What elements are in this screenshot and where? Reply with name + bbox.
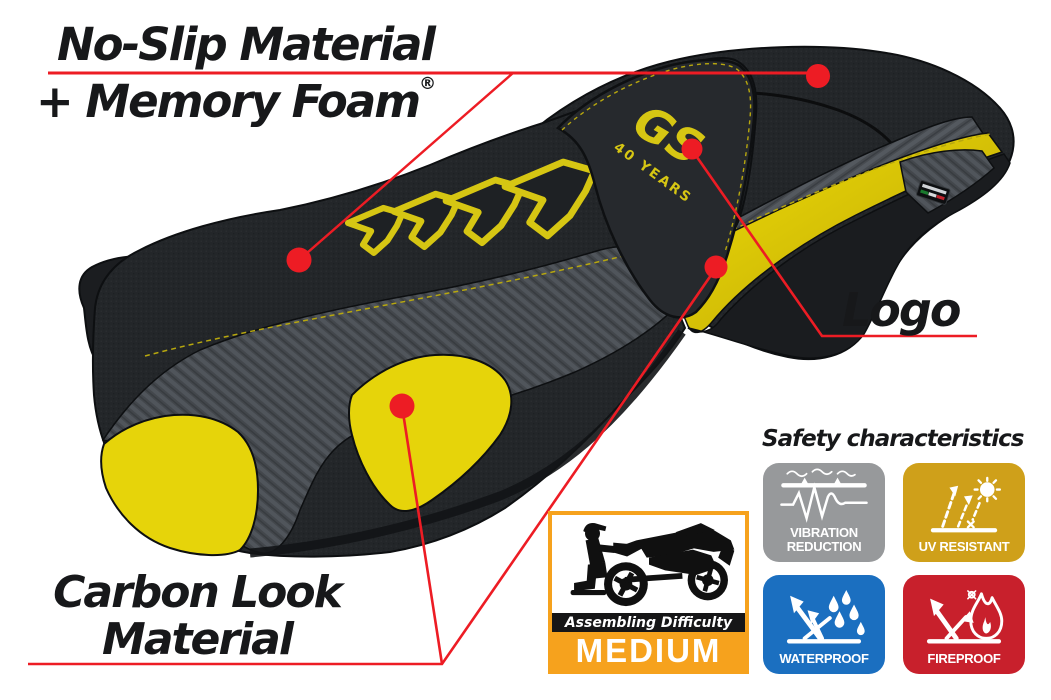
callout-dot-logo bbox=[681, 138, 703, 160]
backrest-hump-stitch bbox=[561, 62, 752, 253]
logo-label: Logo bbox=[842, 283, 961, 337]
assembling-title-bar: Assembling Difficulty bbox=[552, 613, 745, 632]
front-band-stitch bbox=[144, 251, 641, 357]
badge-uv-resistant: UV RESISTANT bbox=[903, 463, 1025, 562]
registered-mark: ® bbox=[419, 74, 437, 94]
brand-tag bbox=[916, 180, 951, 205]
assembling-level-bar: MEDIUM bbox=[552, 632, 745, 670]
water-drops-icon bbox=[786, 589, 865, 644]
carbon-callout-line-2 bbox=[400, 405, 444, 665]
badge-fireproof: FIREPROOF bbox=[903, 575, 1025, 674]
badge-waterproof: WATERPROOF bbox=[763, 575, 885, 674]
flame-icon bbox=[926, 590, 1004, 644]
no-slip-callout-line bbox=[298, 72, 514, 261]
badge-label: VIBRATION REDUCTION bbox=[787, 526, 862, 562]
callout-dot-noslip-front bbox=[286, 247, 312, 273]
side-yellow-panel bbox=[348, 353, 513, 512]
carbon-look-label: Carbon Look Material bbox=[42, 569, 352, 663]
mechanic-motorcycle-icon bbox=[570, 522, 734, 607]
seat-front-section: GS 40 YEARS bbox=[91, 57, 758, 558]
carbon-look-label-line2: Material bbox=[102, 614, 294, 665]
badge-label: FIREPROOF bbox=[927, 651, 1001, 666]
safety-badges: VIBRATION REDUCTION UV RESISTANT bbox=[763, 463, 1025, 674]
safety-heading: Safety characteristics bbox=[762, 426, 1024, 452]
vibration-icon bbox=[780, 468, 868, 523]
callout-dot-carbon-right bbox=[704, 255, 728, 279]
callout-dot-noslip-rear bbox=[806, 64, 830, 88]
vibration-label-line2: REDUCTION bbox=[786, 539, 862, 554]
logo-callout-line bbox=[690, 149, 977, 338]
nose-yellow-panel bbox=[100, 413, 260, 557]
assembling-icon-area bbox=[552, 515, 745, 613]
badge-label: WATERPROOF bbox=[779, 651, 869, 666]
callout-dot-carbon-left bbox=[389, 393, 415, 419]
backrest-hump bbox=[555, 58, 756, 319]
uv-sun-icon bbox=[930, 476, 1002, 533]
assembling-difficulty-badge: Assembling Difficulty MEDIUM bbox=[548, 511, 749, 674]
badge-label: UV RESISTANT bbox=[918, 539, 1010, 554]
carbon-look-label-line1: Carbon Look bbox=[53, 567, 343, 618]
no-slip-label-line2-text: + Memory Foam bbox=[36, 75, 421, 128]
no-slip-label-line1: No-Slip Material bbox=[57, 18, 436, 71]
vibration-label-line1: VIBRATION bbox=[790, 525, 858, 540]
no-slip-label-line2: + Memory Foam® bbox=[36, 74, 436, 128]
badge-vibration-reduction: VIBRATION REDUCTION bbox=[763, 463, 885, 562]
